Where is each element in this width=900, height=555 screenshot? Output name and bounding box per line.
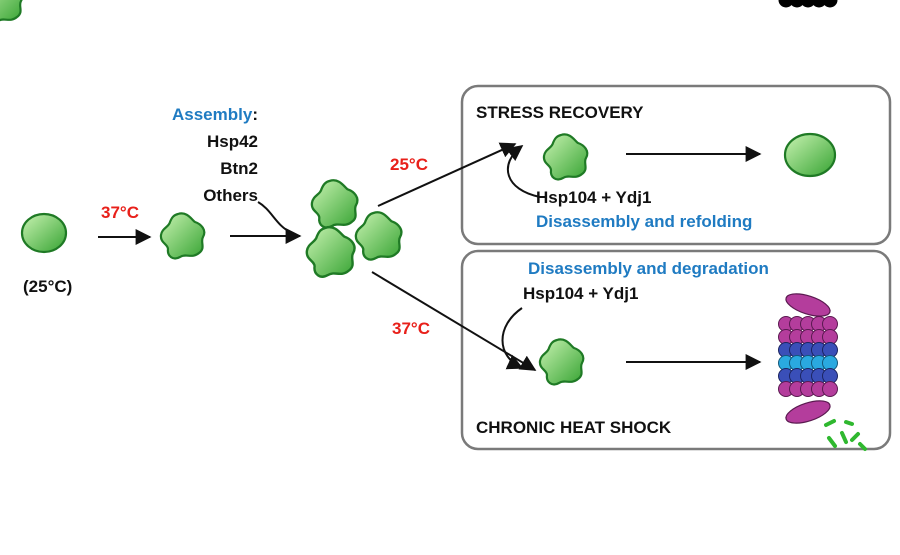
recovery-chaperones: Hsp104 + Ydj1: [536, 188, 651, 207]
recovery-process: Disassembly and refolding: [536, 212, 752, 231]
proteasome-icon: [778, 0, 838, 424]
stress-recovery-box: [460, 84, 892, 246]
assembly-title-colon: :: [252, 105, 258, 124]
heat-step-label: 37°C: [101, 203, 139, 222]
refolded-protein: [783, 132, 837, 178]
start-temp-label: (25°C): [23, 277, 72, 296]
recovery-misfolded-protein: [542, 133, 589, 181]
heatshock-chaperones: Hsp104 + Ydj1: [523, 284, 638, 303]
heatshock-process: Disassembly and degradation: [528, 259, 769, 278]
arrow-to-heat-shock: [371, 271, 537, 371]
assembly-factor-btn2: Btn2: [220, 159, 258, 178]
assembly-factor-others: Others: [203, 186, 258, 205]
heatshock-misfolded-protein: [538, 338, 585, 386]
heatshock-title: CHRONIC HEAT SHOCK: [476, 418, 672, 437]
heatshock-chaperone-arrow: [501, 307, 524, 370]
arrow-assembly-factors: [257, 201, 293, 234]
assembly-title: Assembly:: [172, 105, 258, 124]
branch-heat-temp: 37°C: [392, 319, 430, 338]
recovery-chaperone-arrow: [505, 145, 541, 198]
assembly-title-word: Assembly: [172, 105, 253, 124]
assembly-factor-hsp42: Hsp42: [207, 132, 258, 151]
misfolded-protein: [159, 212, 206, 260]
protein-aggregate: [305, 179, 403, 278]
misfolded-protein-icon: [0, 0, 23, 22]
chronic-heat-shock-box: [460, 249, 892, 451]
arrow-to-recovery: [377, 142, 517, 207]
branch-recovery-temp: 25°C: [390, 155, 428, 174]
peptide-fragments-icon: [824, 419, 867, 451]
recovery-title: STRESS RECOVERY: [476, 103, 644, 122]
native-protein-start: [20, 212, 68, 254]
